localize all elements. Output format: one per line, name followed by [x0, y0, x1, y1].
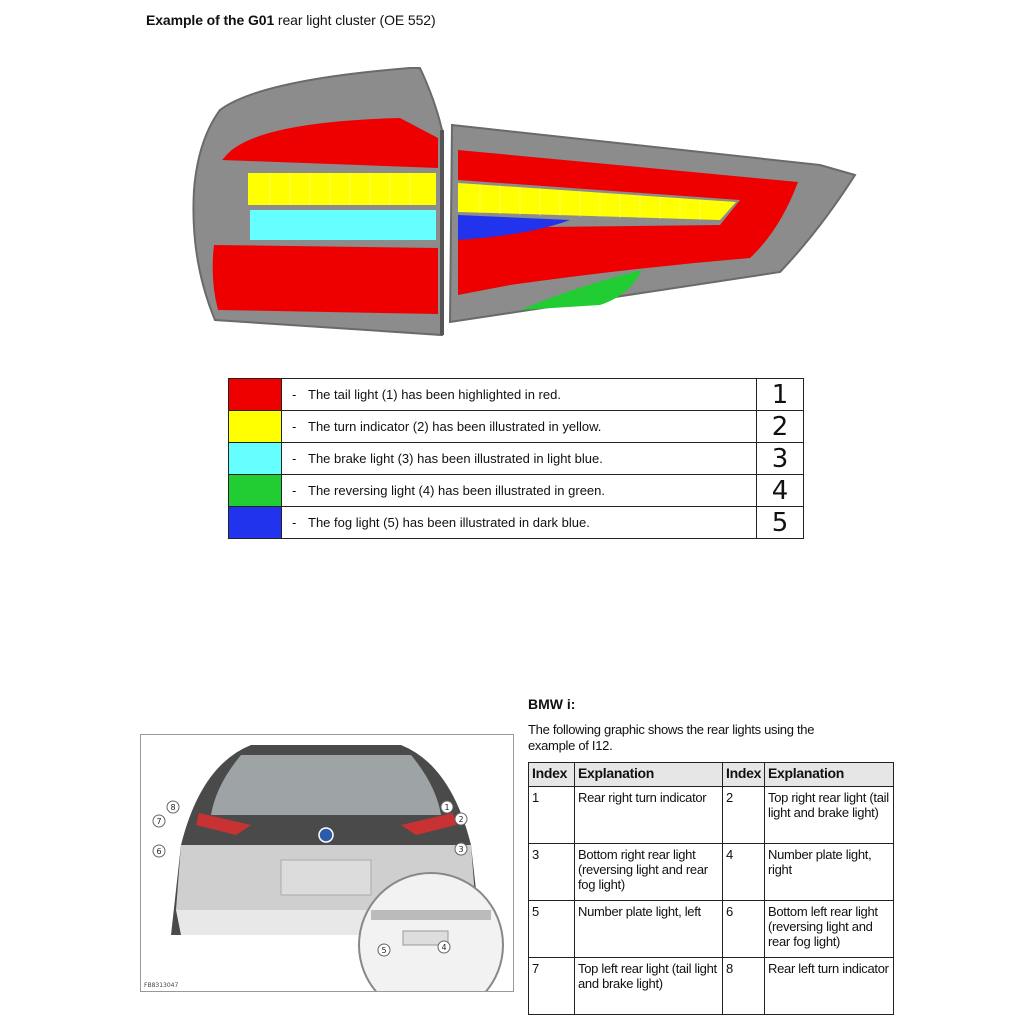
- table-cell: Top right rear light (tail light and bra…: [764, 786, 894, 844]
- legend-label: The brake light (3) has been illustrated…: [308, 451, 603, 466]
- index-table-header: Index: [722, 762, 765, 787]
- legend-dash: -: [292, 419, 297, 434]
- legend-swatch: [228, 442, 282, 475]
- legend-label: The fog light (5) has been illustrated i…: [308, 515, 590, 530]
- i12-rear-illustration: 8 7 6 1 2 3 5 4: [152, 745, 504, 991]
- index-table-header: Index: [528, 762, 575, 787]
- tail-light-left-top: [222, 118, 438, 168]
- table-cell: Number plate light, left: [574, 900, 723, 958]
- callout-6: 6: [156, 847, 161, 856]
- legend-dash: -: [292, 515, 297, 530]
- legend-text: -The tail light (1) has been highlighted…: [281, 378, 757, 411]
- legend-dash: -: [292, 387, 297, 402]
- index-table-header: Explanation: [764, 762, 894, 787]
- legend-number: 5: [756, 506, 804, 539]
- table-cell: Number plate light, right: [764, 843, 894, 901]
- legend-row: -The brake light (3) has been illustrate…: [228, 442, 804, 475]
- i12-rear-photo: 8 7 6 1 2 3 5 4 FB8313047: [140, 734, 514, 992]
- table-cell: 8: [722, 957, 765, 1015]
- table-cell: 5: [528, 900, 575, 958]
- legend-swatch: [228, 474, 282, 507]
- legend-label: The reversing light (4) has been illustr…: [308, 483, 605, 498]
- legend-dash: -: [292, 483, 297, 498]
- page-heading: Example of the G01 rear light cluster (O…: [146, 12, 436, 28]
- reversing-light: [520, 270, 642, 310]
- callout-8: 8: [170, 803, 175, 812]
- legend-text: -The fog light (5) has been illustrated …: [281, 506, 757, 539]
- legend-row: -The turn indicator (2) has been illustr…: [228, 410, 804, 443]
- legend-swatch: [228, 506, 282, 539]
- table-cell: Top left rear light (tail light and brak…: [574, 957, 723, 1015]
- legend-label: The turn indicator (2) has been illustra…: [308, 419, 602, 434]
- callout-4: 4: [441, 943, 446, 952]
- heading-rest: rear light cluster (OE 552): [274, 12, 436, 28]
- legend-text: -The reversing light (4) has been illust…: [281, 474, 757, 507]
- brake-light-left: [250, 210, 436, 240]
- legend-label: The tail light (1) has been highlighted …: [308, 387, 561, 402]
- legend-number: 1: [756, 378, 804, 411]
- legend-text: -The turn indicator (2) has been illustr…: [281, 410, 757, 443]
- legend-row: -The fog light (5) has been illustrated …: [228, 506, 804, 539]
- table-cell: 6: [722, 900, 765, 958]
- turn-indicator-left: [248, 173, 436, 205]
- table-cell: Rear right turn indicator: [574, 786, 723, 844]
- legend-number: 4: [756, 474, 804, 507]
- bmwi-title: BMW i:: [528, 696, 576, 712]
- legend-swatch: [228, 378, 282, 411]
- fog-light: [458, 215, 570, 240]
- callout-5: 5: [381, 946, 386, 955]
- table-cell: 4: [722, 843, 765, 901]
- callout-1: 1: [444, 803, 449, 812]
- heading-bold: Example of the G01: [146, 12, 275, 28]
- table-cell: 7: [528, 957, 575, 1015]
- callout-3: 3: [458, 845, 463, 854]
- legend-text: -The brake light (3) has been illustrate…: [281, 442, 757, 475]
- bmwi-description: The following graphic shows the rear lig…: [528, 722, 815, 753]
- callout-2: 2: [458, 815, 463, 824]
- legend-number: 3: [756, 442, 804, 475]
- legend-number: 2: [756, 410, 804, 443]
- table-cell: 1: [528, 786, 575, 844]
- figure-id: FB8313047: [144, 982, 179, 989]
- legend-row: -The reversing light (4) has been illust…: [228, 474, 804, 507]
- table-cell: 3: [528, 843, 575, 901]
- table-cell: Rear left turn indicator: [764, 957, 894, 1015]
- legend-swatch: [228, 410, 282, 443]
- turn-indicator-right: [458, 183, 736, 220]
- callout-7: 7: [156, 817, 161, 826]
- tail-light-left-bottom: [212, 245, 438, 314]
- rear-light-cluster-illustration: [192, 67, 857, 337]
- table-cell: Bottom left rear light (reversing light …: [764, 900, 894, 958]
- color-legend-table: -The tail light (1) has been highlighted…: [228, 378, 804, 539]
- table-cell: 2: [722, 786, 765, 844]
- legend-row: -The tail light (1) has been highlighted…: [228, 378, 804, 411]
- tail-light-right-outline: [458, 150, 798, 295]
- index-table-header: Explanation: [574, 762, 723, 787]
- table-cell: Bottom right rear light (reversing light…: [574, 843, 723, 901]
- legend-dash: -: [292, 451, 297, 466]
